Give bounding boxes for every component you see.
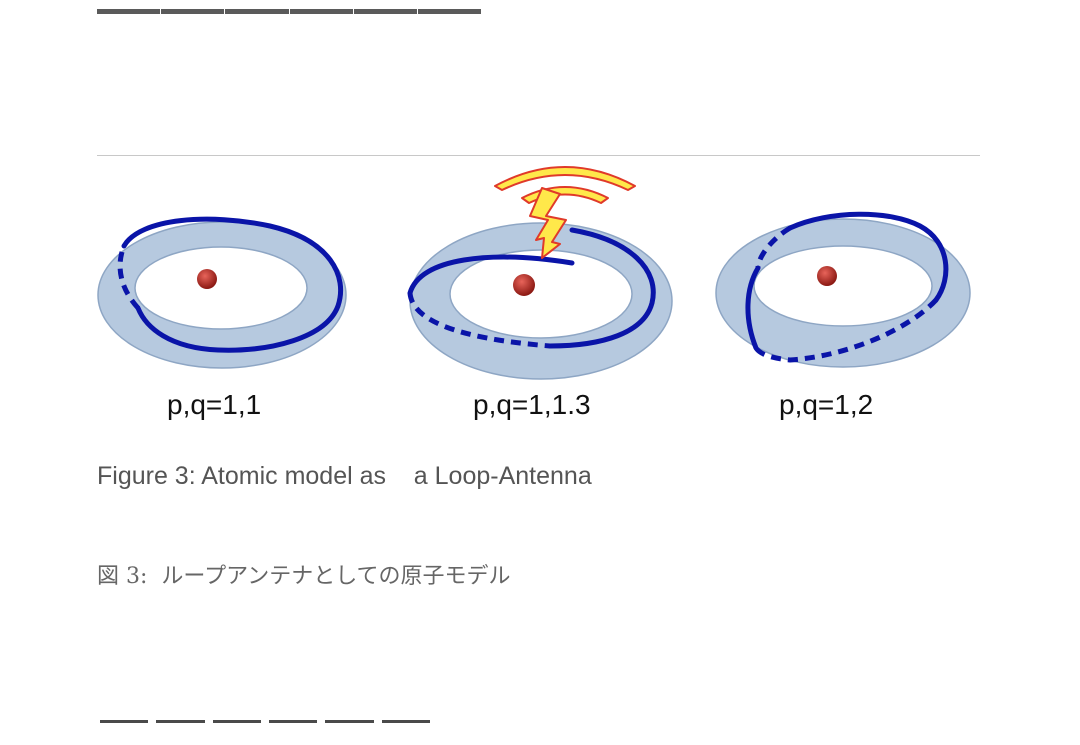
horizontal-divider	[97, 155, 980, 156]
orbit-loop-solid	[407, 227, 656, 349]
nucleus	[817, 266, 837, 286]
torus-ring	[409, 222, 673, 380]
lightning-bolt-icon	[529, 187, 567, 259]
orbit-loop-dashed	[753, 225, 938, 363]
orbit-loop-dashed	[407, 292, 551, 349]
atomic-loop-antenna-figure: p,q=1,1 p,q=1,1.3 p,q=1,2	[97, 166, 971, 420]
torus-ring	[97, 221, 347, 369]
radio-waves-icon	[521, 186, 609, 204]
torus-panel-3: p,q=1,2	[715, 211, 971, 420]
orbit-loop-solid	[745, 211, 949, 351]
orbit-loop-dashed	[117, 245, 140, 310]
top-decorative-rule	[97, 9, 482, 14]
panel-label: p,q=1,2	[779, 389, 873, 420]
figure-caption-japanese: 図 3: ループアンテナとしての原子モデル	[97, 564, 511, 589]
nucleus	[513, 274, 535, 296]
nucleus	[197, 269, 217, 289]
torus-panel-2: p,q=1,1.3	[407, 166, 673, 420]
bottom-decorative-rule	[100, 720, 430, 723]
orbit-loop-solid	[121, 216, 344, 353]
radio-waves-icon	[494, 166, 636, 191]
panel-label: p,q=1,1.3	[473, 389, 591, 420]
panel-label: p,q=1,1	[167, 389, 261, 420]
figure-caption-english: Figure 3: Atomic model as a Loop-Antenna	[97, 462, 592, 490]
torus-panel-1: p,q=1,1	[97, 216, 347, 420]
